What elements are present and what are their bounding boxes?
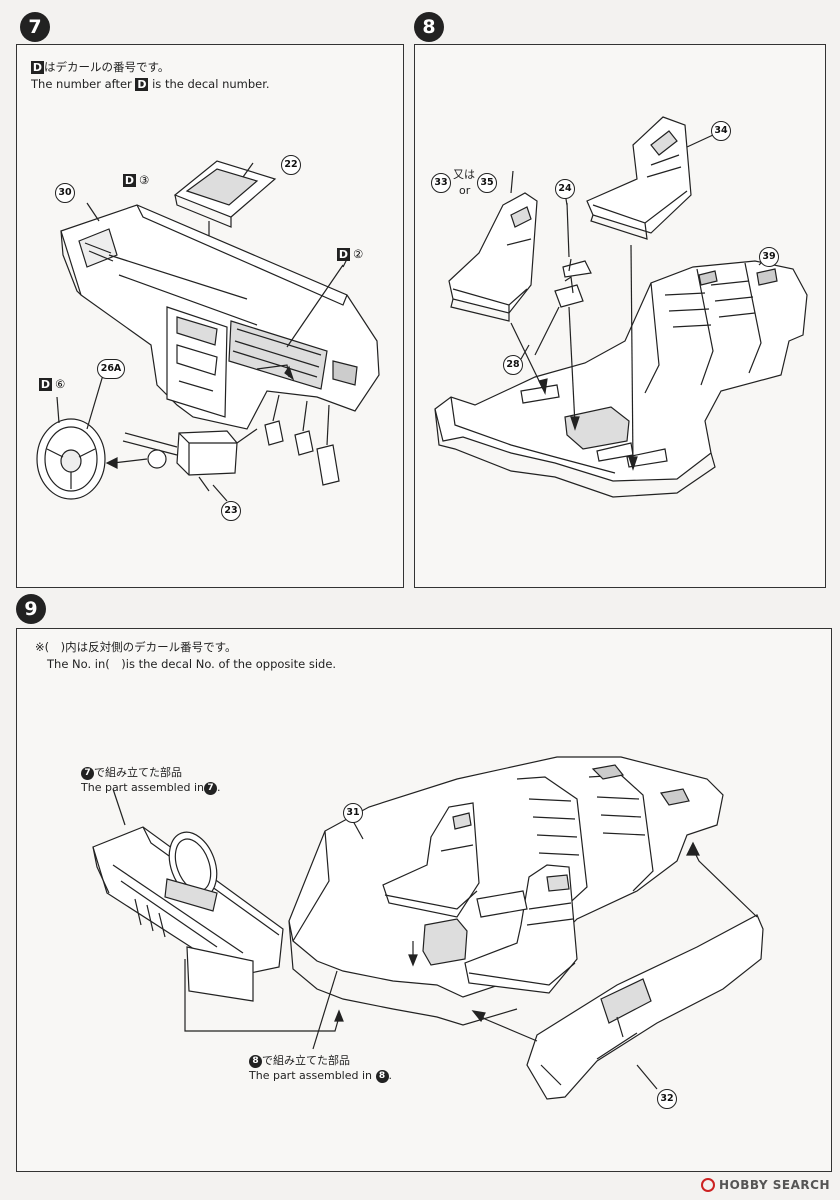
step-9-assembly-drawing [17,629,833,1173]
step-7-ref-icon: 7 [81,766,94,780]
part-26a-callout: 26A [97,359,125,379]
step-8-ref-icon: 8 [249,1054,262,1068]
watermark: HOBBY SEARCH [701,1178,830,1192]
step-8-panel: 33 又は or 35 24 34 39 28 [414,44,826,588]
part-39-callout: 39 [759,247,779,267]
step-8-interior-drawing [415,45,827,589]
part-24-callout: 24 [555,179,575,199]
part-31-callout: 31 [343,803,363,823]
part-35-callout: 35 [477,173,497,193]
part-23-callout: 23 [221,501,241,521]
step-7-ref-icon: 7 [204,781,218,795]
step-7-number: 7 [20,12,50,42]
step-9-note-en: The No. in( )is the decal No. of the opp… [47,657,337,671]
part-30-callout: 30 [55,183,75,203]
part-28-callout: 28 [503,355,523,375]
step-9-note-jp: ※( )内は反対側のデカール番号です。 [35,640,237,654]
alt-or-en: or [459,184,471,197]
decal-d-icon: D [135,78,149,91]
step-7-dashboard-drawing [17,45,405,589]
step-9-number: 9 [16,594,46,624]
step-9-panel: ※( )内は反対側のデカール番号です。 The No. in( )is the … [16,628,832,1172]
hobby-search-logo-icon [701,1178,716,1192]
part-33-callout: 33 [431,173,451,193]
step-8-number: 8 [414,12,444,42]
alt-or-jp: 又は [453,168,475,181]
part-34-callout: 34 [711,121,731,141]
step-9-note: ※( )内は反対側のデカール番号です。 The No. in( )is the … [35,639,336,673]
decal-d-icon: D [31,61,44,74]
step-8-ref-icon: 8 [375,1069,389,1083]
part-22-callout: 22 [281,155,301,175]
step-7-note-en: The number after D is the decal number. [31,77,270,91]
part-32-callout: 32 [657,1089,677,1109]
